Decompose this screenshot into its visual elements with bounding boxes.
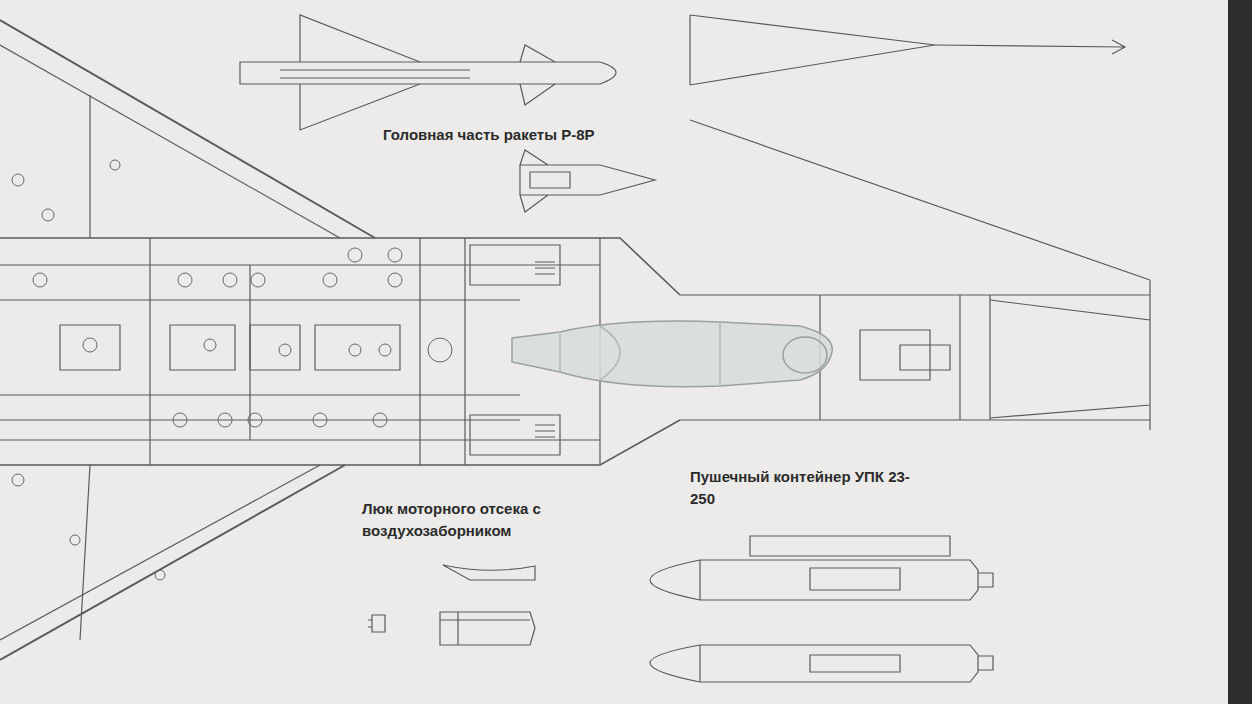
part-caption: Люк моторного отсека с воздухозаборником [362,498,552,542]
airframe-lines [0,15,1150,682]
clear-canopy-part [512,321,832,387]
part-caption: Головная часть ракеты Р-8Р [383,124,703,146]
dark-edge [1228,0,1252,704]
part-caption: Пушечный контейнер УПК 23-250 [690,466,922,510]
